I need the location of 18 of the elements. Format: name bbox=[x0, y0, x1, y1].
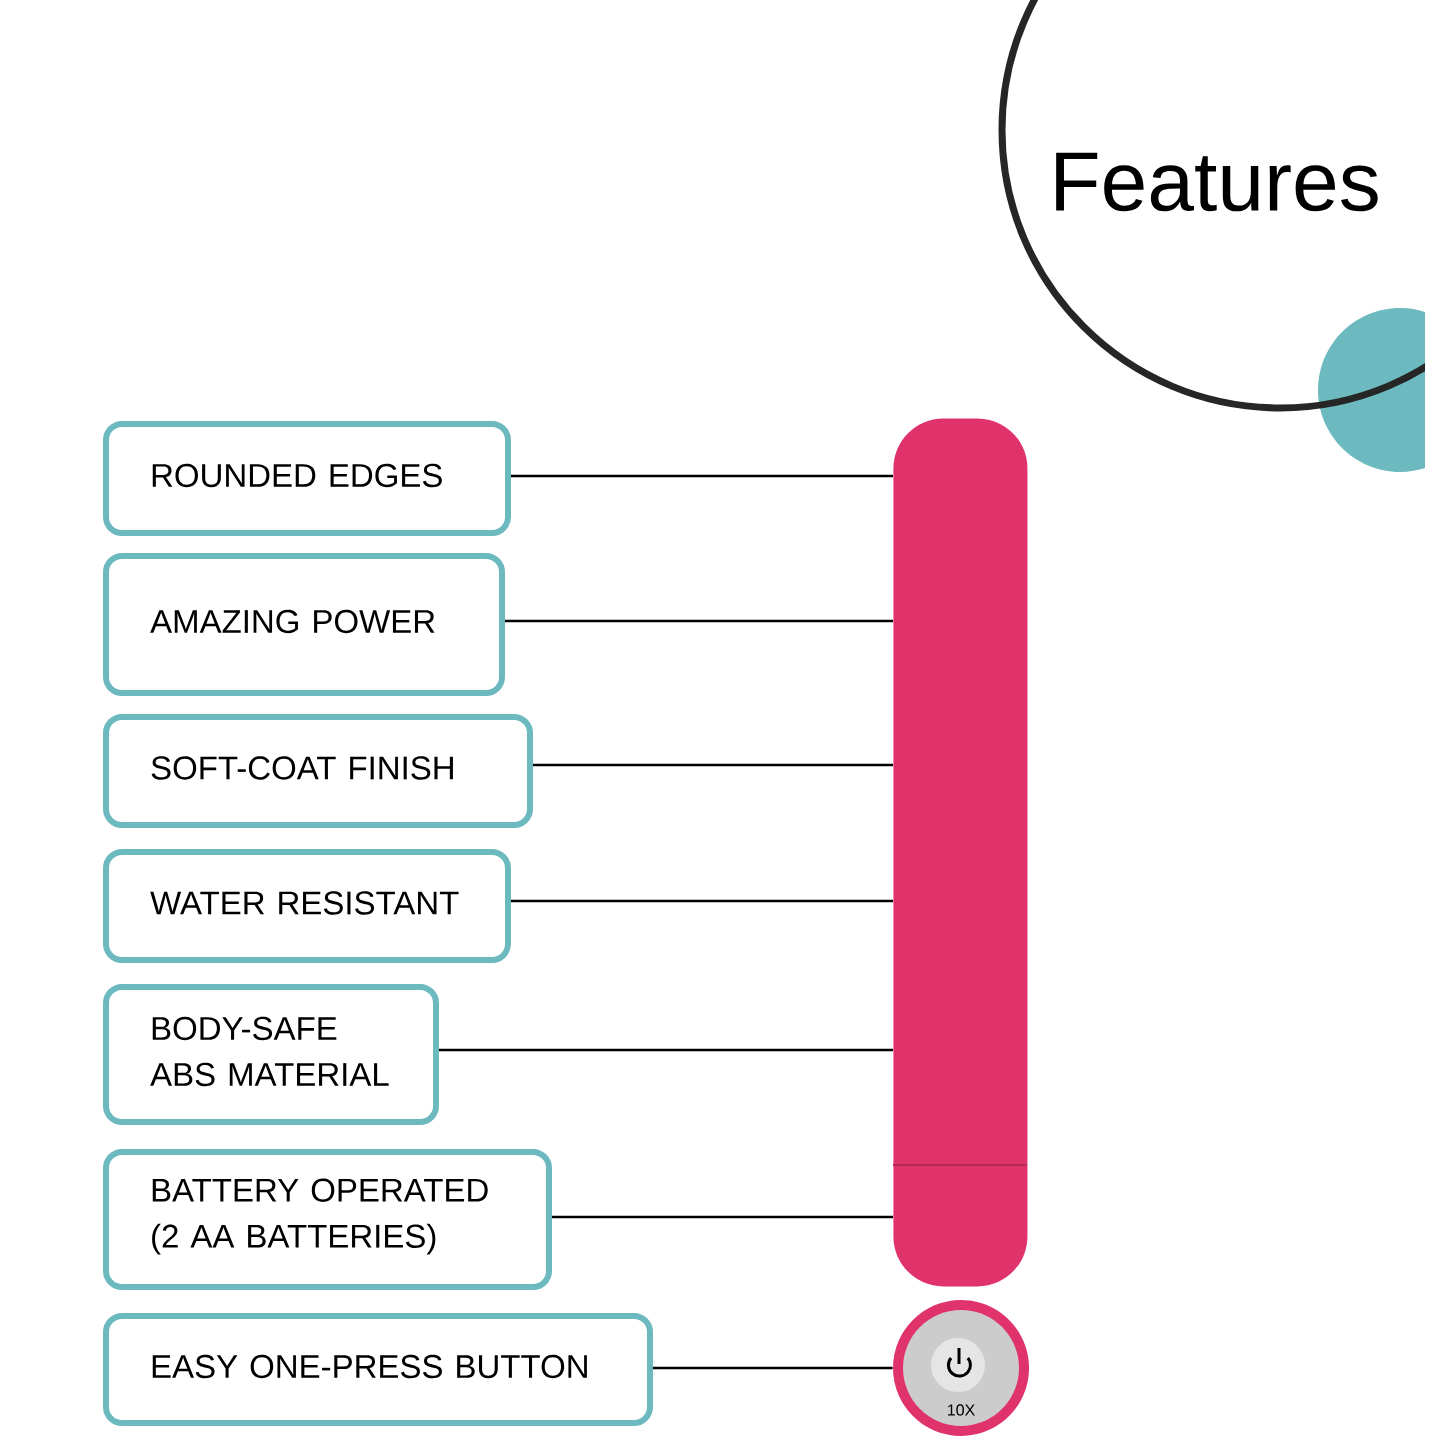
title: Features bbox=[1056, 152, 1378, 212]
feature-box: ROUNDED EDGES bbox=[103, 421, 511, 536]
product-drawing bbox=[892, 418, 1028, 1287]
leader-line bbox=[533, 763, 893, 767]
feature-box: BATTERY OPERATED (2 AA BATTERIES) bbox=[103, 1149, 552, 1290]
button-cap-drawing bbox=[893, 1300, 1029, 1436]
leader-line bbox=[552, 1215, 893, 1219]
leader-line bbox=[511, 899, 893, 903]
leader-line bbox=[505, 619, 893, 623]
button-label: 10X bbox=[948, 1404, 975, 1416]
feature-box: EASY ONE-PRESS BUTTON bbox=[103, 1313, 653, 1426]
feature-box: SOFT-COAT FINISH bbox=[103, 714, 533, 828]
feature-box: AMAZING POWER bbox=[103, 553, 505, 696]
leader-line bbox=[439, 1048, 893, 1052]
feature-box: BODY-SAFE ABS MATERIAL bbox=[103, 984, 439, 1125]
leader-line bbox=[511, 474, 893, 478]
feature-box: WATER RESISTANT bbox=[103, 849, 511, 963]
leader-line bbox=[653, 1366, 893, 1370]
